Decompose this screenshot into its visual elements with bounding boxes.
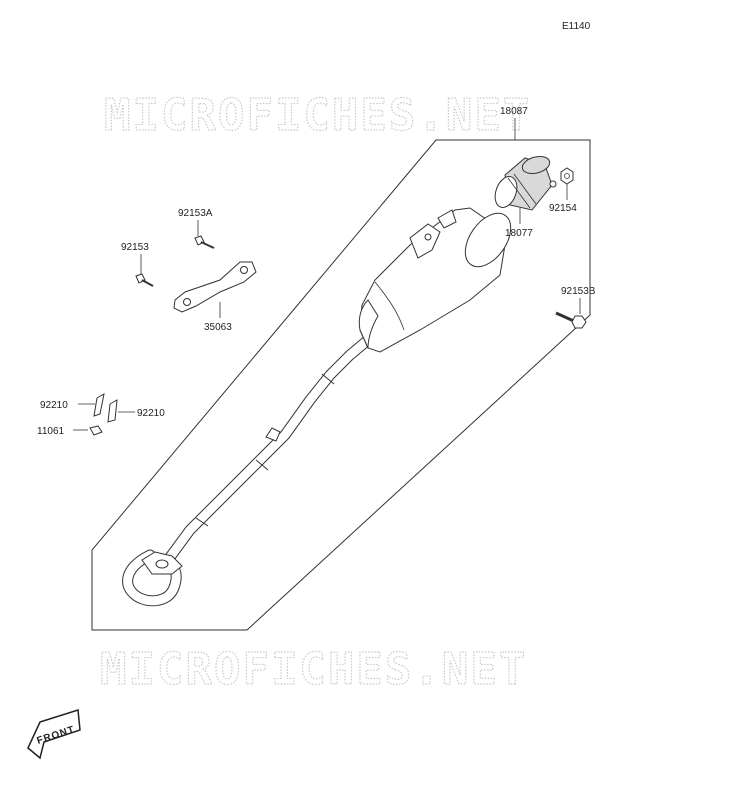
bolt-92153A[interactable] bbox=[194, 235, 215, 249]
clip-92210-left[interactable] bbox=[93, 393, 105, 417]
diagram-ref-label: E1140 bbox=[562, 21, 591, 32]
bolt-92153[interactable] bbox=[135, 273, 154, 287]
assembly-outline bbox=[91, 139, 591, 631]
clip-92210-right[interactable] bbox=[107, 399, 118, 423]
exhaust-pipe[interactable] bbox=[122, 334, 374, 607]
bolt-92153B[interactable] bbox=[555, 311, 587, 329]
front-arrow-icon: FRONT bbox=[27, 709, 81, 760]
part-label-92153B[interactable]: 92153B bbox=[561, 286, 596, 297]
part-label-11061[interactable]: 11061 bbox=[37, 426, 65, 437]
part-label-92153A[interactable]: 92153A bbox=[178, 208, 213, 219]
part-label-92210-right[interactable]: 92210 bbox=[137, 408, 165, 419]
watermark-top: MICROFICHES.NET bbox=[104, 90, 531, 141]
bracket-35063[interactable] bbox=[173, 261, 257, 313]
part-label-92210-left[interactable]: 92210 bbox=[40, 400, 68, 411]
part-label-92154[interactable]: 92154 bbox=[549, 203, 577, 214]
part-label-35063[interactable]: 35063 bbox=[204, 322, 232, 333]
muffler[interactable] bbox=[358, 205, 520, 353]
part-label-92153[interactable]: 92153 bbox=[121, 242, 149, 253]
part-label-18077[interactable]: 18077 bbox=[505, 228, 533, 239]
part-label-18087[interactable]: 18087 bbox=[500, 106, 528, 117]
bolt-92154[interactable] bbox=[560, 167, 574, 185]
tail-pipe-18077[interactable] bbox=[491, 154, 557, 211]
gasket-11061[interactable] bbox=[89, 425, 103, 436]
watermark-bottom: MICROFICHES.NET bbox=[100, 644, 527, 695]
